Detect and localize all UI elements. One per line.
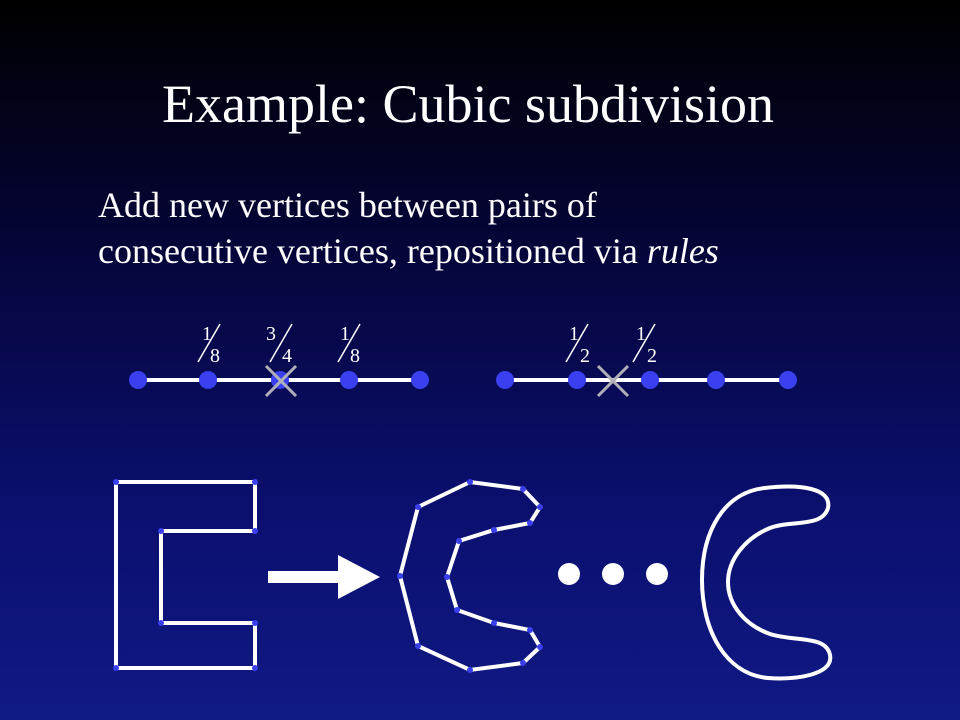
vertex-rule-point bbox=[340, 371, 358, 389]
edge-rule-point bbox=[568, 371, 586, 389]
edge-rule-weight: 1 2 bbox=[632, 323, 657, 367]
weight-numerator: 1 bbox=[636, 323, 646, 345]
weight-numerator: 1 bbox=[202, 323, 212, 345]
cross-marker-icon bbox=[596, 364, 630, 398]
ellipsis-dots-icon bbox=[558, 563, 668, 585]
subdivided-polygon bbox=[397, 479, 543, 673]
edge-rule-diagram bbox=[496, 364, 797, 398]
limit-curve bbox=[699, 484, 833, 681]
vertex-rule-weight: 1 8 bbox=[337, 323, 361, 367]
weight-numerator: 3 bbox=[266, 323, 276, 345]
cross-marker-icon bbox=[264, 364, 298, 398]
vertex-rule-point bbox=[129, 371, 147, 389]
weight-denominator: 8 bbox=[210, 345, 220, 367]
vertex-rule-point bbox=[411, 371, 429, 389]
vertex-rule-weight: 3 4 bbox=[266, 323, 293, 367]
body-line-2-prefix: consecutive vertices, repositioned via bbox=[98, 231, 647, 271]
slide-title: Example: Cubic subdivision bbox=[162, 74, 774, 134]
weight-numerator: 1 bbox=[569, 323, 579, 345]
weight-denominator: 8 bbox=[350, 345, 360, 367]
body-line-2: consecutive vertices, repositioned via r… bbox=[98, 228, 918, 274]
control-polygon bbox=[113, 479, 258, 671]
weight-denominator: 4 bbox=[282, 345, 292, 367]
edge-rule-point bbox=[707, 371, 725, 389]
weight-numerator: 1 bbox=[340, 323, 350, 345]
body-line-2-emphasis: rules bbox=[646, 231, 719, 271]
edge-rule-point bbox=[641, 371, 659, 389]
body-line-1: Add new vertices between pairs of bbox=[98, 185, 597, 225]
edge-rule-weight: 1 2 bbox=[565, 323, 590, 367]
arrow-right-icon bbox=[268, 555, 380, 599]
body-text: Add new vertices between pairs of consec… bbox=[98, 182, 918, 274]
edge-rule-point bbox=[496, 371, 514, 389]
vertex-rule-diagram bbox=[129, 364, 429, 398]
weight-denominator: 2 bbox=[580, 345, 590, 367]
edge-rule-point bbox=[779, 371, 797, 389]
vertex-rule-weight: 1 8 bbox=[197, 323, 221, 367]
vertex-rule-point bbox=[199, 371, 217, 389]
weight-denominator: 2 bbox=[647, 345, 657, 367]
